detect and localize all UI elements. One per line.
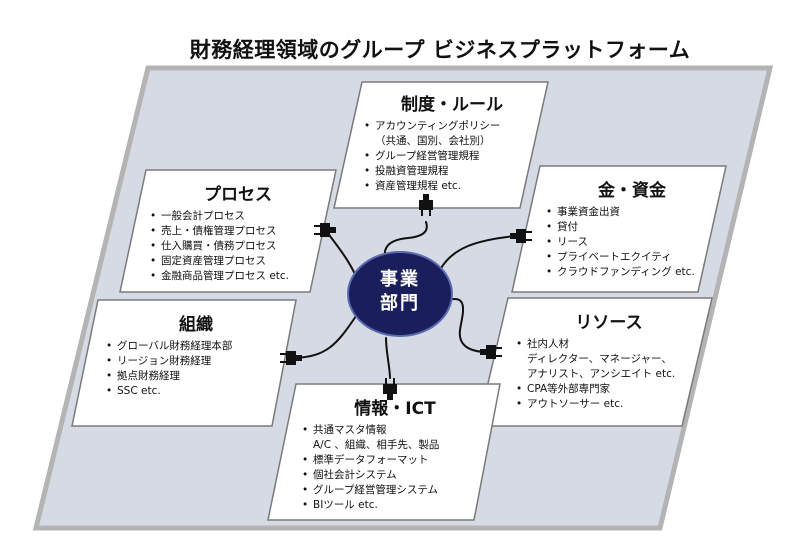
list-item: グループ経営管理規程 bbox=[364, 149, 540, 164]
list-item: 仕入購買・債務プロセス bbox=[150, 239, 326, 254]
list-item: 共通マスタ情報 A/C 、組織、相手先、製品 bbox=[302, 423, 488, 453]
card-title: 組織 bbox=[179, 315, 213, 335]
list-item-text: 個社会計システム bbox=[313, 469, 397, 481]
list-item-text: 資産管理規程 etc. bbox=[375, 180, 462, 192]
list-item-text: CPA等外部専門家 bbox=[527, 383, 611, 395]
card-title: プロセス bbox=[204, 185, 272, 205]
card-process: プロセス 一般会計プロセス売上・債権管理プロセス仕入購買・債務プロセス固定資産管… bbox=[150, 180, 326, 284]
list-item: クラウドファンディング etc. bbox=[546, 265, 718, 280]
list-item: 事業資金出資 bbox=[546, 205, 718, 220]
list-item-text: リース bbox=[557, 236, 588, 248]
list-item-text: 共通マスタ情報 bbox=[313, 424, 387, 436]
list-item: 拠点財務経理 bbox=[106, 369, 286, 384]
hub-circle bbox=[347, 251, 453, 337]
list-item: CPA等外部専門家 bbox=[516, 382, 702, 397]
list-item: アウトソーサー etc. bbox=[516, 397, 702, 412]
card-info: 情報・ICT 共通マスタ情報 A/C 、組織、相手先、製品標準データフォーマット個… bbox=[302, 394, 488, 513]
plug-icon bbox=[419, 194, 433, 216]
list-item: 個社会計システム bbox=[302, 468, 488, 483]
card-org: 組織 グローバル財務経理本部リージョン財務経理拠点財務経理 SSC etc. bbox=[106, 310, 286, 399]
list-item-text: クラウドファンディング etc. bbox=[557, 266, 695, 278]
card-list: グローバル財務経理本部リージョン財務経理拠点財務経理 SSC etc. bbox=[106, 339, 286, 399]
list-item: 標準データフォーマット bbox=[302, 453, 488, 468]
list-item-text: リージョン財務経理 bbox=[117, 355, 212, 367]
list-item-text: 標準データフォーマット bbox=[313, 454, 429, 466]
list-item-text: 仕入購買・債務プロセス bbox=[161, 240, 277, 252]
list-item: リージョン財務経理 bbox=[106, 354, 286, 369]
plug-icon bbox=[480, 345, 502, 359]
list-item-text: グループ経営管理規程 bbox=[375, 150, 480, 162]
list-item-text: BIツール etc. bbox=[313, 499, 378, 511]
list-item-text: 売上・債権管理プロセス bbox=[161, 225, 277, 237]
card-title: 情報・ICT bbox=[354, 399, 436, 419]
hub-label-line1: 事業 bbox=[380, 269, 420, 290]
list-item: 固定資産管理プロセス bbox=[150, 254, 326, 269]
list-item: 売上・債権管理プロセス bbox=[150, 224, 326, 239]
card-list: アカウンティングポリシー （共通、国別、会社別） グループ経営管理規程投融資管理規程… bbox=[364, 119, 540, 194]
list-item: 投融資管理規程 bbox=[364, 164, 540, 179]
cable-to-money bbox=[439, 235, 517, 271]
list-item-text: プライベートエクイティ bbox=[557, 251, 672, 263]
list-item-text: 金融商品管理プロセス etc. bbox=[161, 270, 290, 282]
card-title: 金・資金 bbox=[598, 181, 666, 201]
cable-to-resource bbox=[447, 298, 489, 353]
list-item: 金融商品管理プロセス etc. bbox=[150, 269, 326, 284]
list-item-text: 事業資金出資 bbox=[557, 206, 620, 218]
hub-label-line2: 部門 bbox=[380, 293, 420, 314]
plug-icon bbox=[510, 229, 532, 243]
list-item-text: アカウンティングポリシー bbox=[375, 120, 501, 132]
list-item-text: 固定資産管理プロセス bbox=[161, 255, 266, 267]
list-item: SSC etc. bbox=[106, 384, 286, 399]
diagram-title: 財務経理領域のグループ ビジネスプラットフォーム bbox=[189, 38, 691, 62]
card-rules: 制度・ルール アカウンティングポリシー （共通、国別、会社別） グループ経営管理規程… bbox=[364, 90, 540, 194]
list-item: 資産管理規程 etc. bbox=[364, 179, 540, 194]
card-list: 事業資金出資貸付リースプライベートエクイティクラウドファンディング etc. bbox=[546, 205, 718, 280]
card-list: 共通マスタ情報 A/C 、組織、相手先、製品標準データフォーマット個社会計システム… bbox=[302, 423, 488, 513]
cable-to-info bbox=[385, 337, 391, 379]
list-item-text: 投融資管理規程 bbox=[375, 165, 449, 177]
list-item-text: 社内人材 bbox=[527, 338, 569, 350]
card-title: 制度・ルール bbox=[401, 95, 503, 115]
list-item-text: 一般会計プロセス bbox=[161, 210, 245, 222]
card-title: リソース bbox=[575, 313, 643, 333]
list-item-text: アウトソーサー etc. bbox=[527, 398, 624, 410]
list-item: リース bbox=[546, 235, 718, 250]
list-item-text: 拠点財務経理 bbox=[117, 370, 180, 382]
list-item: BIツール etc. bbox=[302, 498, 488, 513]
list-item: グローバル財務経理本部 bbox=[106, 339, 286, 354]
list-item-continuation: アナリスト、アンシエイト etc. bbox=[527, 368, 676, 380]
list-item-text: グローバル財務経理本部 bbox=[117, 340, 233, 352]
card-list: 一般会計プロセス売上・債権管理プロセス仕入購買・債務プロセス固定資産管理プロセス… bbox=[150, 209, 326, 284]
list-item: プライベートエクイティ bbox=[546, 250, 718, 265]
list-item-text: SSC etc. bbox=[117, 385, 161, 397]
list-item-text: グループ経営管理システム bbox=[313, 484, 439, 496]
list-item-continuation: （共通、国別、会社別） bbox=[375, 135, 491, 147]
cable-to-org bbox=[295, 315, 357, 359]
list-item-continuation: A/C 、組織、相手先、製品 bbox=[313, 439, 440, 451]
hub-label: 事業 部門 bbox=[350, 268, 450, 316]
list-item-text: 貸付 bbox=[557, 221, 578, 233]
list-item: 貸付 bbox=[546, 220, 718, 235]
list-item: 一般会計プロセス bbox=[150, 209, 326, 224]
list-item-continuation: ディレクター、マネージャー、 bbox=[527, 353, 672, 365]
list-item: アカウンティングポリシー （共通、国別、会社別） bbox=[364, 119, 540, 149]
list-item: グループ経営管理システム bbox=[302, 483, 488, 498]
card-money: 金・資金 事業資金出資貸付リースプライベートエクイティクラウドファンディング e… bbox=[546, 176, 718, 280]
plug-icon bbox=[383, 378, 397, 400]
